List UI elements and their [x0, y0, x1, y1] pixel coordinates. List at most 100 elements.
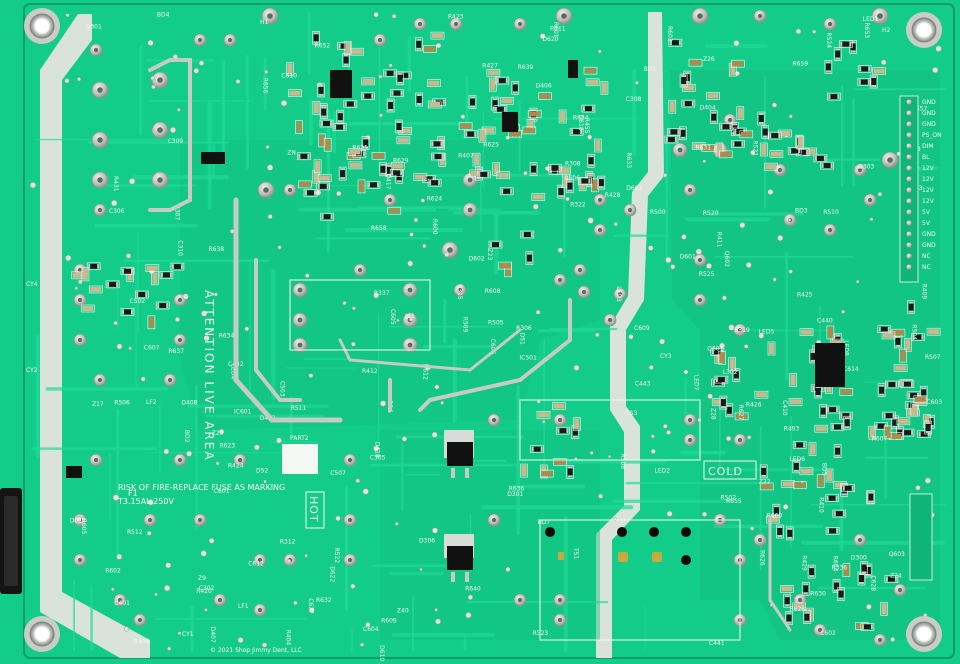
refdes-label: Q603: [889, 551, 905, 558]
cy4-label: CY4: [26, 281, 38, 288]
refdes-label: R606: [564, 175, 580, 182]
refdes-label: BD2: [183, 430, 190, 443]
refdes-label: Z23: [486, 248, 493, 260]
refdes-label: R632: [316, 597, 332, 604]
attention-label: ATTENTION LIVE AREA: [202, 290, 216, 462]
cold-label-box: [703, 460, 757, 480]
refdes-label: R656: [262, 78, 269, 94]
refdes-label: D300: [851, 555, 867, 562]
refdes-label: C443: [635, 380, 651, 387]
pad-layer: [29, 7, 942, 651]
refdes-label: LED8: [843, 340, 850, 356]
connector-pin-label: 5V: [922, 220, 931, 227]
ts1-pin-hole-1: [545, 527, 555, 537]
refdes-label: C441: [709, 640, 725, 647]
refdes-label: BD1: [644, 66, 657, 73]
refdes-label: C502: [130, 298, 146, 305]
board-outline: [23, 3, 955, 659]
refdes-label: R315: [456, 284, 463, 300]
refdes-label: C503: [278, 381, 285, 397]
refdes-label: R424: [228, 462, 244, 469]
refdes-label: R455: [583, 118, 590, 134]
refdes-label: R512: [127, 529, 143, 536]
refdes-label: Q602: [723, 251, 730, 267]
refdes-label: Z22: [759, 479, 771, 486]
slot-2: [652, 552, 662, 562]
refdes-label: D51: [519, 333, 526, 345]
mosfet-q1: [444, 430, 474, 478]
ic-controller-left: [330, 70, 352, 98]
connector-pin-label: 12V: [922, 176, 935, 183]
refdes-label: R426: [746, 402, 762, 409]
refdes-label: C310: [176, 240, 183, 256]
refdes-label: R508: [619, 454, 626, 470]
refdes-label: R522: [333, 548, 340, 564]
refdes-label: R658: [371, 225, 387, 232]
ts1-pin-hole-3: [649, 527, 659, 537]
lf2-label: LF2: [146, 399, 157, 406]
refdes-label: R603: [666, 26, 673, 42]
refdes-label: R420: [196, 588, 212, 595]
refdes-label: C605: [389, 309, 396, 325]
refdes-label: R609: [381, 618, 397, 625]
refdes-label: D610: [378, 645, 385, 661]
refdes-label: IC501: [519, 354, 537, 361]
refdes-label: C604: [363, 626, 379, 633]
refdes-label: R654: [573, 115, 589, 122]
refdes-label: LED4: [230, 364, 237, 380]
refdes-label: R511: [291, 405, 307, 412]
refdes-label: R312: [280, 538, 296, 545]
refdes-label: R633: [625, 152, 632, 168]
refdes-label: D418: [373, 442, 380, 458]
refdes-label: R407: [458, 152, 474, 159]
refdes-label: R635: [352, 145, 368, 152]
cy1-label: CY1: [182, 631, 194, 638]
refdes-label: R306: [516, 325, 532, 332]
ic-controller-center: [815, 343, 845, 387]
refdes-label: R505: [488, 320, 504, 327]
refdes-label: LED5: [759, 329, 775, 336]
corner-h2-label: H2: [882, 27, 891, 34]
refdes-label: C614: [843, 366, 859, 373]
refdes-label: D618: [577, 115, 584, 131]
refdes-label: R336: [832, 565, 848, 572]
refdes-label: C609: [634, 325, 650, 332]
refdes-label: R604: [831, 556, 838, 572]
refdes-label: R626: [759, 550, 766, 566]
refdes-label: R311: [550, 25, 566, 32]
ts3-outline: [519, 399, 701, 461]
refdes-label: C302: [199, 585, 215, 592]
refdes-label: D408: [181, 400, 197, 407]
refdes-label: C612: [248, 560, 264, 567]
part2-label: PART2: [290, 435, 309, 442]
refdes-label: R423: [448, 13, 464, 20]
primary-bus-trace-3: [254, 258, 302, 402]
refdes-label: R404: [285, 630, 292, 646]
refdes-label: R322: [570, 202, 586, 209]
connector-pin-label: 5V: [922, 209, 931, 216]
refdes-label: R507: [925, 354, 941, 361]
refdes-label: C602: [820, 630, 836, 637]
refdes-label: R630: [810, 591, 826, 598]
cy3-label: CY3: [660, 353, 672, 360]
part2-pad: [282, 444, 318, 474]
refdes-label: C507: [330, 470, 346, 477]
fuse-ref-label: F1: [128, 489, 138, 498]
refdes-layer: R428R427R429BD4BD1BD6BD5BD7BD3BD2D303R30…: [70, 12, 942, 662]
corner-h1-label: H1: [260, 19, 269, 26]
cy2-label: CY2: [26, 367, 38, 374]
connector-pin-label: 12V: [922, 165, 935, 172]
led-connector: [909, 493, 933, 581]
refdes-label: D612: [422, 364, 429, 380]
refdes-label: R640: [465, 585, 481, 592]
refdes-label: R600: [431, 219, 438, 235]
refdes-label: R639: [518, 64, 534, 71]
refdes-label: R655: [726, 498, 742, 505]
copper-pour-output: [380, 430, 600, 640]
refdes-label: R504: [910, 324, 917, 340]
smd-layer: [71, 30, 941, 631]
refdes-label: R319: [734, 327, 750, 334]
refdes-label: C603: [926, 399, 942, 406]
secondary-bus-trace: [768, 518, 792, 632]
